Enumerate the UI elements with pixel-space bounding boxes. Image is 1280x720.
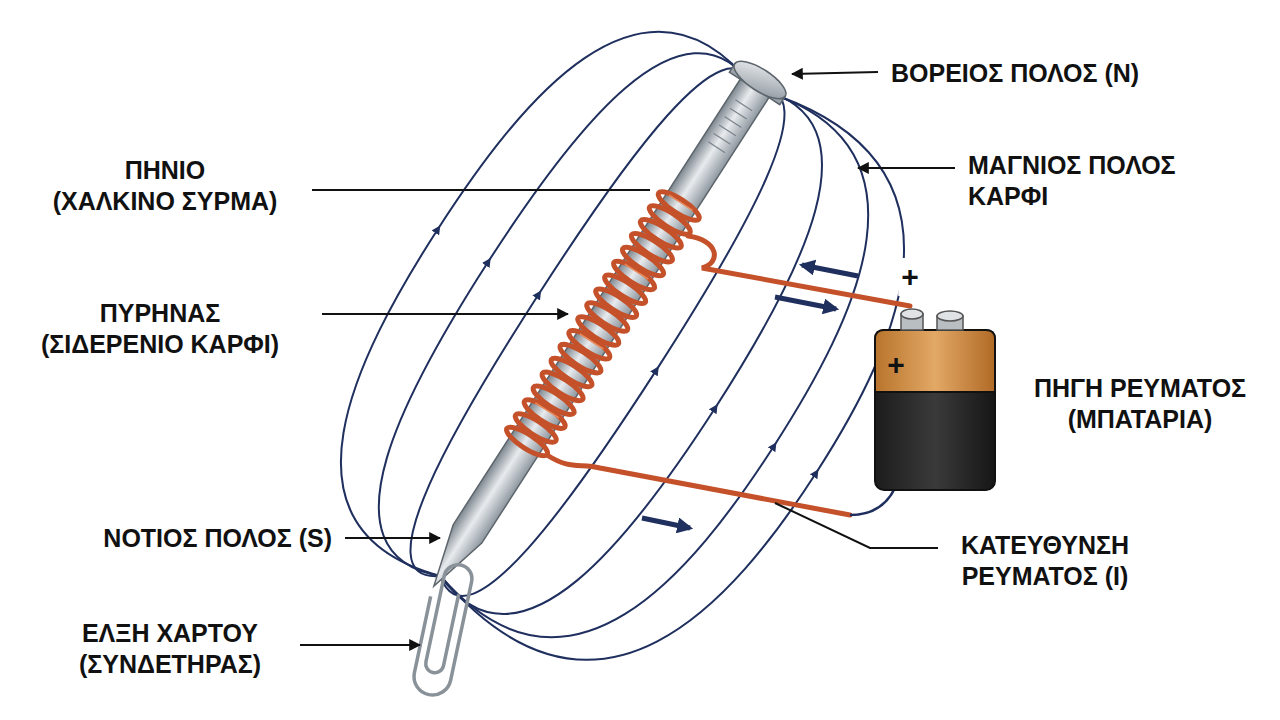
- part-label: ΜΑΓΝΙΟΣ ΠΟΛΟΣ ΚΑΡΦΙ: [965, 150, 1179, 213]
- part-label: +: [898, 258, 922, 296]
- wires: [547, 236, 910, 515]
- part-label: ΠΥΡΗΝΑΣ (ΣΙΔΕΡΕΝΙΟ ΚΑΡΦΙ): [38, 298, 282, 361]
- paperclip: [411, 560, 475, 698]
- part-label: +: [884, 346, 908, 384]
- iron-nail: [409, 55, 792, 603]
- copper-coil: [503, 187, 703, 460]
- part-label: ΠΗΓΗ ΡΕΥΜΑΤΟΣ (ΜΠΑΤΑΡΙΑ): [1031, 373, 1249, 436]
- part-label: ΕΛΞΗ ΧΑΡΤΟΥ (ΣΥΝΔΕΤΗΡΑΣ): [76, 618, 264, 681]
- part-label: ΠΗΝΙΟ (ΧΑΛΚΙΝΟ ΣΥΡΜΑ): [50, 155, 281, 218]
- part-label: ΒΟΡΕΙΟΣ ΠΟΛΟΣ (N): [888, 58, 1142, 89]
- current-arrows: [642, 265, 858, 528]
- part-label: ΚΑΤΕΥΘΥΝΣΗ ΡΕΥΜΑΤΟΣ (I): [958, 530, 1132, 593]
- part-label: ΝΟΤΙΟΣ ΠΟΛΟΣ (S): [100, 523, 335, 554]
- battery: [875, 309, 995, 490]
- wire-end: [850, 488, 895, 515]
- leader-lines: [300, 72, 955, 645]
